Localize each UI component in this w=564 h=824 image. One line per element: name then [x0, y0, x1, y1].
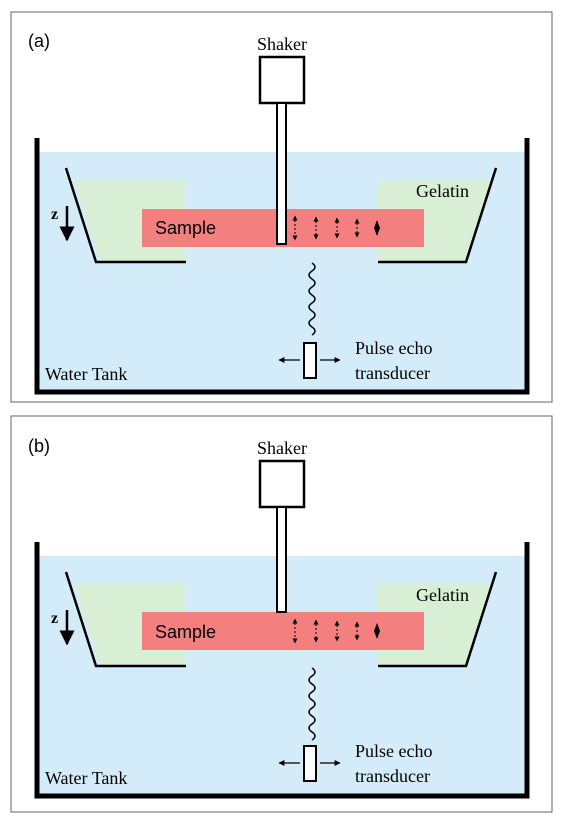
water-tank-walls: [34, 138, 530, 395]
transducer: [303, 745, 317, 782]
gelatin-label: Gelatin: [416, 181, 469, 201]
panel-frame: [10, 415, 553, 813]
gelatin-holder-right: [378, 167, 498, 264]
vibration-arrows: [292, 215, 380, 241]
water-tank-label: Water Tank: [45, 768, 127, 788]
transducer-label-line1: Pulse echo: [355, 741, 432, 761]
panel-a: (a) Sample Shaker Gelatin z: [10, 11, 553, 403]
ultrasound-wave: [308, 667, 316, 741]
gelatin-label: Gelatin: [416, 585, 469, 605]
water-tank-walls: [34, 542, 530, 799]
transducer-label-line2: transducer: [355, 363, 430, 383]
shaker-label: Shaker: [257, 438, 307, 458]
water-tank-label: Water Tank: [45, 364, 127, 384]
transducer-label-line1: Pulse echo: [355, 338, 432, 358]
shaker-rod: [276, 506, 287, 613]
panel-b: (b) Sample Shaker Gelatin z: [10, 415, 553, 813]
panel-frame: [10, 11, 553, 403]
shaker-label: Shaker: [257, 34, 307, 54]
gelatin-holder-left: [64, 167, 186, 264]
gelatin-holder-left: [64, 571, 186, 668]
sample-label: Sample: [155, 622, 216, 642]
sample-label: Sample: [155, 218, 216, 238]
shaker-box: [258, 459, 306, 509]
diamond-marker: [374, 220, 380, 236]
gelatin-holder-right: [378, 571, 498, 668]
shaker-box: [258, 55, 306, 105]
panel-label: (b): [28, 436, 50, 456]
panel-label: (a): [28, 31, 50, 51]
diamond-marker: [374, 623, 380, 639]
z-axis-label: z: [51, 206, 58, 223]
transducer: [303, 342, 317, 379]
vibration-arrows: [292, 618, 380, 644]
transducer-label-line2: transducer: [355, 766, 430, 786]
ultrasound-wave: [308, 262, 316, 336]
shaker-rod: [276, 102, 287, 245]
z-axis-label: z: [51, 610, 58, 627]
